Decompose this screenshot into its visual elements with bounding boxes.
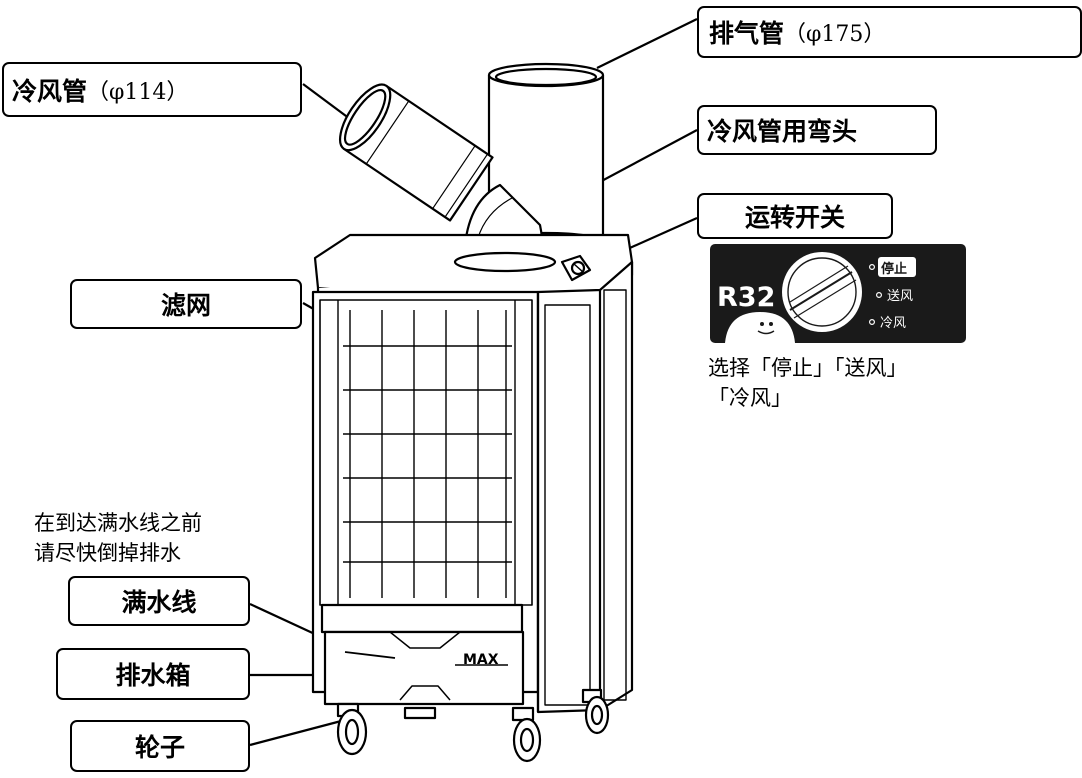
label-full-line-text: 满水线 — [121, 588, 197, 617]
label-elbow: 冷风管用弯头 — [697, 105, 937, 155]
option-fan: 送风 — [875, 289, 913, 304]
label-cold-air-duct: 冷风管 （φ114） — [2, 62, 302, 117]
switch-panel: R32 停止 送风 冷风 — [710, 244, 966, 343]
option-stop: 停止 — [868, 257, 916, 277]
switch-note-line1: 选择「停止」「送风」 — [708, 356, 908, 380]
leader-wheels — [249, 718, 346, 747]
switch-note-line2: 「冷风」 — [708, 386, 792, 410]
switch-note: 选择「停止」「送风」 「冷风」 — [708, 353, 908, 413]
label-filter-text: 滤网 — [160, 291, 211, 320]
filter-grid — [343, 310, 512, 598]
cold-air-duct-illustration — [338, 83, 494, 222]
option-fan-label: 送风 — [887, 289, 913, 304]
r32-badge: R32 — [717, 282, 775, 313]
label-exhaust-duct-main: 排气管 — [709, 19, 785, 48]
tank-handle-bar — [320, 603, 524, 634]
rotary-knob[interactable] — [782, 252, 862, 332]
label-wheels-text: 轮子 — [134, 733, 185, 762]
label-drain-tank: 排水箱 — [56, 648, 250, 700]
label-switch-text: 运转开关 — [744, 203, 845, 232]
drain-note: 在到达满水线之前 请尽快倒掉排水 — [34, 508, 202, 568]
option-cool: 冷风 — [868, 316, 906, 331]
label-elbow-text: 冷风管用弯头 — [707, 117, 858, 146]
label-cold-air-duct-size: （φ114） — [87, 79, 189, 105]
label-filter: 滤网 — [70, 279, 302, 329]
leader-exhaust — [596, 18, 698, 69]
tank-max-mark: MAX — [463, 652, 499, 668]
label-drain-tank-text: 排水箱 — [115, 661, 191, 690]
face-decoration — [725, 312, 795, 343]
drain-tank-illustration — [323, 630, 525, 706]
option-stop-label: 停止 — [881, 261, 907, 277]
label-wheels: 轮子 — [70, 720, 250, 772]
wheels-illustration — [336, 688, 610, 763]
drain-note-line1: 在到达满水线之前 — [34, 511, 202, 535]
label-switch: 运转开关 — [697, 193, 893, 239]
label-exhaust-duct: 排气管 （φ175） — [697, 6, 1082, 58]
label-full-line: 满水线 — [68, 576, 250, 626]
label-exhaust-duct-size: （φ175） — [784, 22, 886, 47]
drain-note-line2: 请尽快倒掉排水 — [34, 541, 181, 565]
option-cool-label: 冷风 — [880, 316, 906, 331]
label-cold-air-duct-main: 冷风管 — [12, 76, 88, 106]
